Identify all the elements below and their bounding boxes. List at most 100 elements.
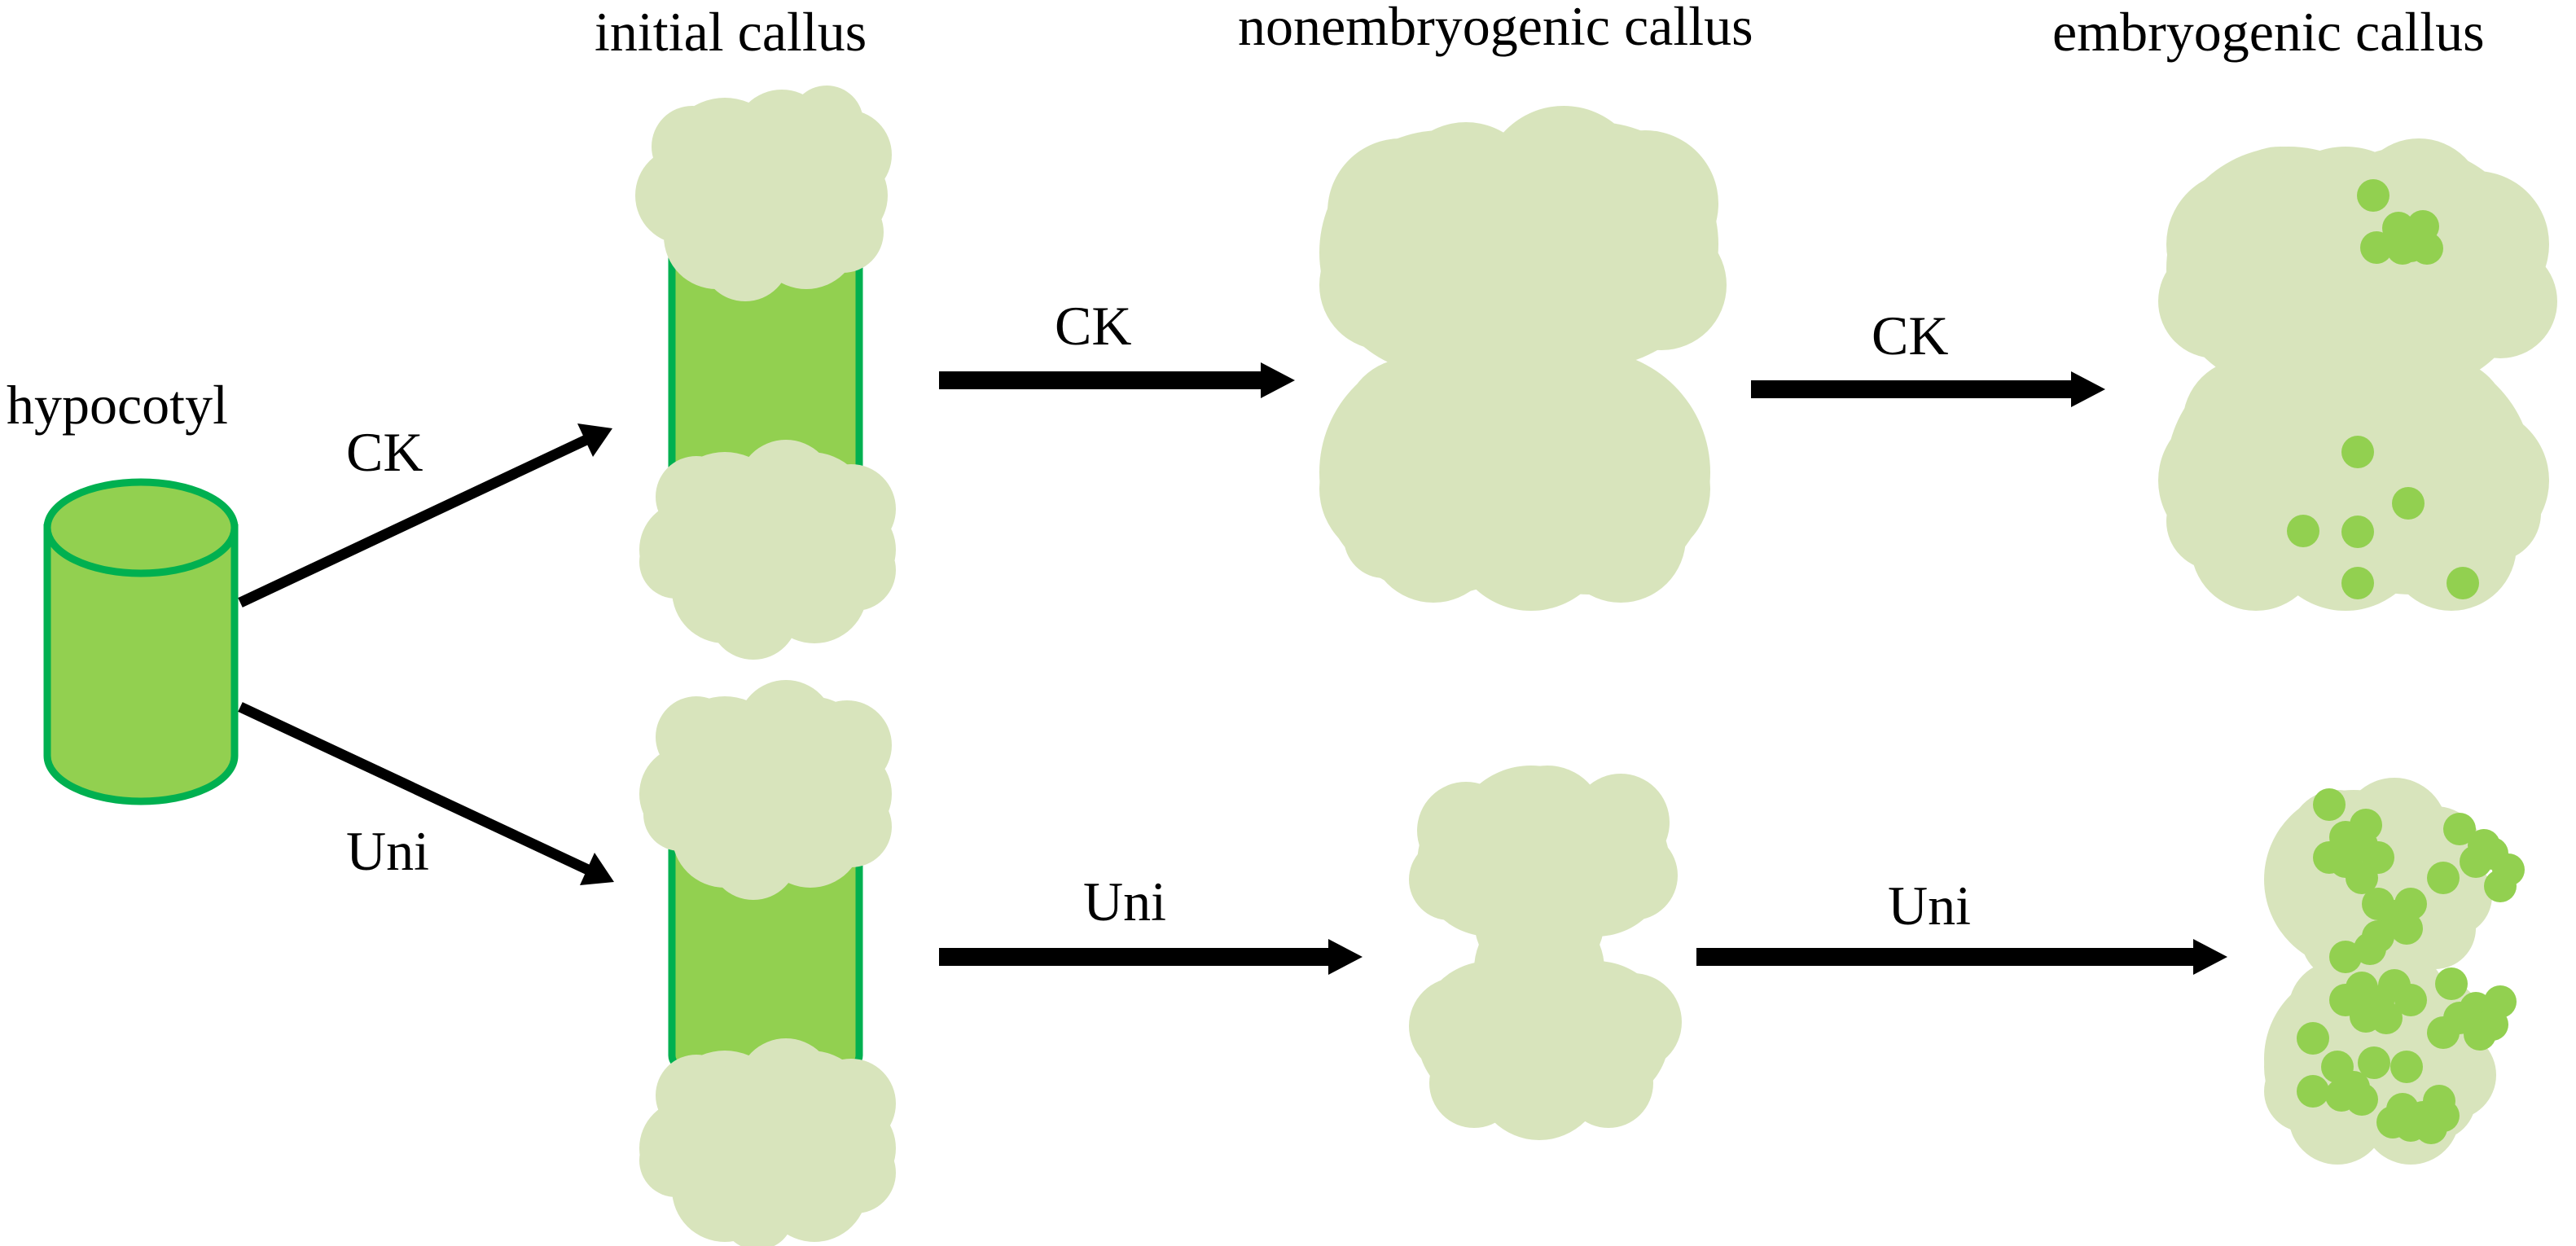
arrow-initial-to-nonembryogenic-top-polygon: [1261, 362, 1295, 398]
embryo-spots-bottom-circle: [2484, 985, 2517, 1018]
embryogenic-callus-top-circle: [2166, 472, 2264, 570]
callus-cluster-bottom-upper-circle: [709, 810, 798, 900]
embryo-spots-bottom-circle: [2427, 1099, 2460, 1132]
callus-cluster-bottom-lower-circle: [721, 1177, 794, 1246]
embryo-spots-bottom-circle: [2350, 809, 2382, 841]
embryogenic-callus-top-circle: [2443, 464, 2541, 562]
embryo-spots-top-circle: [2341, 567, 2374, 599]
nonembryogenic-callus-bottom-circle: [1588, 831, 1678, 920]
arrow-nonembryogenic-to-embryogenic-top: [1751, 371, 2105, 407]
embryo-spots-bottom-circle: [2358, 1046, 2390, 1079]
embryo-spots-top-circle: [2287, 515, 2319, 547]
embryo-spots-bottom-circle: [2443, 813, 2476, 845]
callus-cluster-bottom-upper: [639, 680, 892, 900]
initial-callus-bottom: [639, 680, 896, 1246]
callus-cluster-top-lower: [639, 440, 896, 660]
nonembryogenic-callus-top-circle: [1556, 472, 1686, 603]
nonembryogenic-callus-bottom-circle: [1564, 1038, 1653, 1128]
initial-callus-top: [635, 86, 896, 660]
treatment-label-uni-2: Uni: [1083, 871, 1166, 932]
treatment-label-uni-1: Uni: [346, 820, 429, 882]
arrow-hypocotyl-to-initial-bottom-polygon: [580, 853, 614, 885]
callus-cluster-top-upper-circle: [652, 106, 733, 187]
arrow-initial-to-nonembryogenic-bottom-polygon: [1328, 939, 1363, 975]
embryo-spots-bottom-circle: [2390, 912, 2423, 945]
callus-cluster-bottom-upper-circle: [810, 786, 892, 867]
embryo-spots-bottom-circle: [2484, 870, 2517, 902]
embryo-spots-bottom-circle: [2390, 1051, 2423, 1083]
nonembryogenic-callus-top-circle: [1433, 326, 1629, 521]
embryo-spots-bottom-circle: [2297, 1022, 2329, 1055]
arrow-hypocotyl-to-initial-top-polygon: [577, 423, 612, 457]
embryogenic-callus-bottom: [2264, 778, 2525, 1165]
nonembryogenic-callus-top-circle: [1596, 220, 1727, 350]
embryo-spots-top-circle: [2357, 179, 2389, 212]
callus-cluster-top-lower-circle: [737, 440, 835, 537]
callus-cluster-top-lower-circle: [709, 570, 798, 660]
callus-cluster-top-lower-circle: [656, 456, 737, 537]
callus-cluster-top-upper-circle: [790, 86, 863, 159]
arrow-hypocotyl-to-initial-top: [238, 423, 612, 608]
arrow-hypocotyl-to-initial-bottom: [238, 702, 614, 885]
embryo-spots-top-circle: [2407, 210, 2439, 243]
arrow-hypocotyl-to-initial-top-line: [238, 435, 589, 608]
embryo-spots-top-circle: [2447, 567, 2479, 599]
embryo-spots-bottom-circle: [2350, 1000, 2382, 1033]
embryogenic-callus-top-circle: [2158, 244, 2272, 358]
embryo-spots-bottom-circle: [2354, 932, 2386, 965]
embryo-spots-top-circle: [2360, 231, 2393, 264]
embryo-spots-bottom-circle: [2376, 1106, 2409, 1139]
embryo-spots-bottom-circle: [2443, 1002, 2476, 1034]
treatment-label-ck-3: CK: [1872, 305, 1948, 366]
arrow-initial-to-nonembryogenic-top: [939, 362, 1295, 398]
treatment-label-uni-3: Uni: [1888, 875, 1971, 937]
embryo-spots-bottom: [2297, 788, 2525, 1144]
label-embryogenic-callus: embryogenic callus: [2052, 1, 2485, 63]
callus-cluster-bottom-upper-circle: [737, 680, 835, 778]
embryogenic-callus-top: [2158, 138, 2557, 611]
callus-cluster-top-upper: [635, 86, 892, 301]
arrow-hypocotyl-to-initial-bottom-line: [238, 702, 590, 875]
embryo-spots-bottom-circle: [2297, 1075, 2329, 1108]
embryo-spots-bottom-circle: [2394, 984, 2427, 1016]
nonembryogenic-callus-top: [1319, 106, 1727, 611]
embryo-spots-top-circle: [2341, 516, 2374, 548]
nonembryogenic-callus-bottom-circle: [1429, 1038, 1519, 1128]
embryo-spots-top: [2287, 179, 2479, 599]
nonembryogenic-callus-bottom: [1409, 766, 1682, 1140]
embryo-spots-top-circle: [2392, 487, 2425, 520]
callus-cluster-top-lower-circle: [814, 529, 896, 611]
embryo-spots-bottom-circle: [2468, 829, 2500, 862]
arrow-nonembryogenic-to-embryogenic-bottom-polygon: [2193, 939, 2227, 975]
callus-cluster-bottom-lower-circle: [814, 1132, 896, 1213]
treatment-label-ck-2: CK: [1055, 295, 1131, 357]
callus-cluster-top-lower-circle: [639, 525, 713, 599]
callus-cluster-bottom-lower-circle: [639, 1124, 713, 1197]
arrow-initial-to-nonembryogenic-bottom: [939, 939, 1363, 975]
label-initial-callus: initial callus: [595, 1, 867, 63]
label-nonembryogenic-callus: nonembryogenic callus: [1238, 0, 1753, 57]
embryo-spots-bottom-circle: [2427, 862, 2460, 894]
embryogenic-callus-top-circle: [2256, 318, 2435, 497]
callus-cluster-bottom-upper-circle: [643, 778, 717, 851]
embryogenic-callus-top-circle: [2443, 244, 2557, 358]
hypocotyl-cylinder-ellipse: [43, 478, 239, 577]
callus-cluster-bottom-upper-circle: [656, 696, 737, 778]
label-hypocotyl: hypocotyl: [7, 374, 228, 436]
arrow-nonembryogenic-to-embryogenic-top-polygon: [2071, 371, 2105, 407]
treatment-label-ck-1: CK: [346, 421, 423, 483]
embryo-spots-bottom-circle: [2313, 788, 2346, 821]
embryo-spots-bottom-circle: [2435, 967, 2468, 1000]
hypocotyl-cylinder: [43, 478, 239, 805]
nonembryogenic-callus-bottom-circle: [1409, 839, 1490, 920]
callus-cluster-bottom-lower-circle: [656, 1055, 737, 1136]
callus-cluster-bottom-lower: [639, 1038, 896, 1246]
embryo-spots-bottom-circle: [2346, 1083, 2378, 1116]
embryo-spots-top-circle: [2341, 436, 2374, 468]
arrow-nonembryogenic-to-embryogenic-bottom: [1696, 939, 2227, 975]
nonembryogenic-callus-bottom-circle: [1474, 904, 1604, 1034]
callus-cluster-top-upper-circle: [700, 212, 790, 301]
nonembryogenic-callus-bottom-circle: [1490, 766, 1604, 880]
hypocotyl-cylinder-path: [43, 524, 239, 805]
